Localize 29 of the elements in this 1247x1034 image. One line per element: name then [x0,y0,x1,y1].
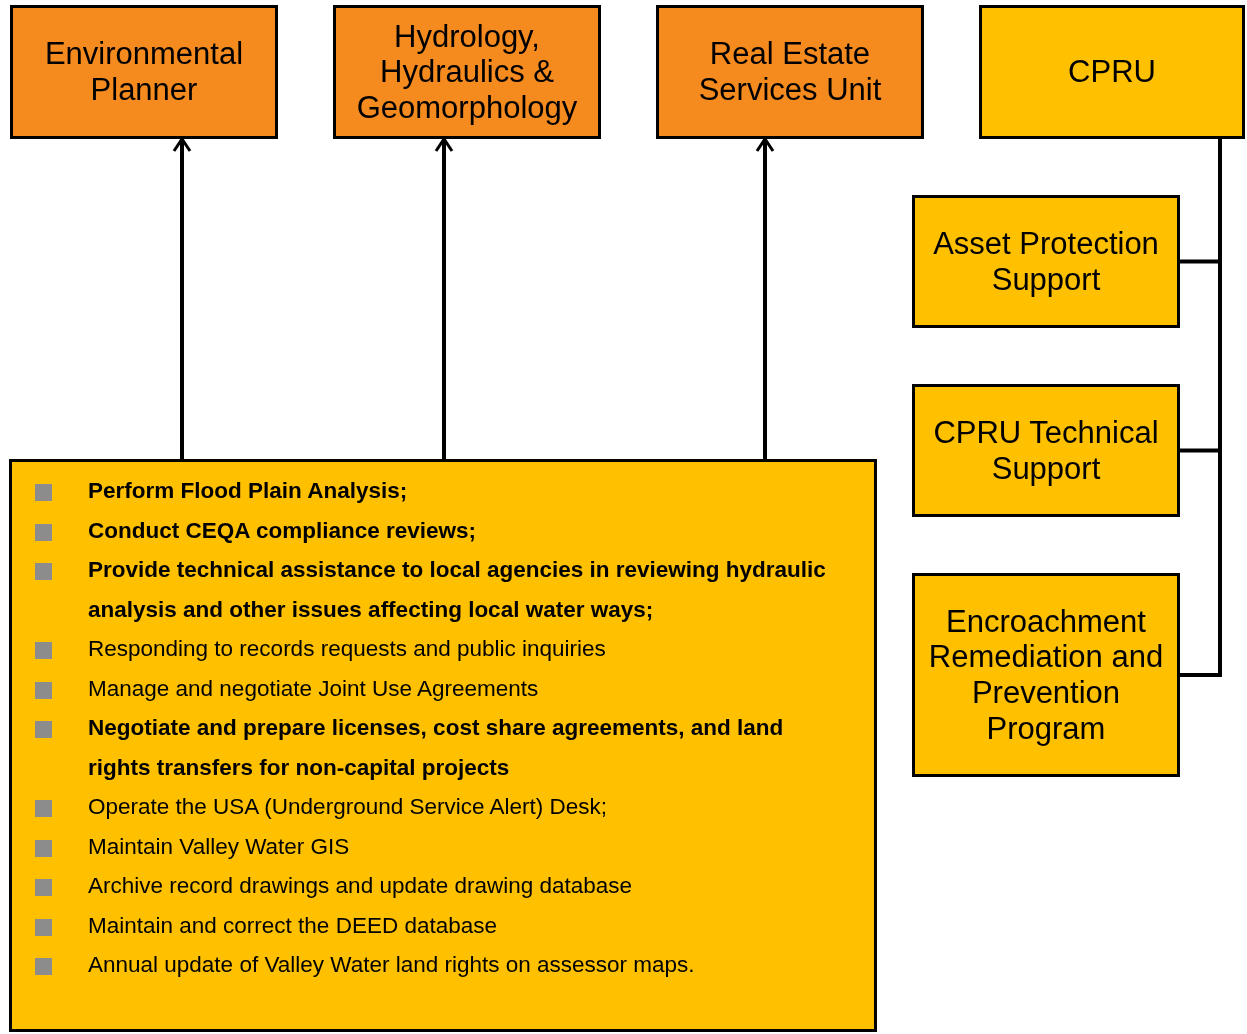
unit-label: Hydrology, Hydraulics & Geomorphology [355,18,579,126]
task-text: Operate the USA (Underground Service Alert) Desk; [88,794,607,819]
task-text: Manage and negotiate Joint Use Agreements [88,675,539,701]
task-text: Maintain Valley Water GIS [88,833,350,859]
unit-label: Asset Protection Support [932,225,1160,298]
unit-box [912,195,1180,328]
arrow [755,137,775,459]
unit-box [912,573,1180,777]
task-text: Perform Flood Plain Analysis; [88,478,408,503]
task-text: Conduct CEQA compliance reviews; [88,517,476,543]
unit-box [912,384,1180,517]
task-text: Archive record drawings and update drawing database [88,873,633,898]
task-text: Responding to records requests and public inquiries [88,636,606,661]
task-text: Provide technical assistance to local agencies in reviewing hydraulic analysis and other issues affecting local water ways; [88,557,826,622]
arrow [434,137,454,459]
task-text: Maintain and correct the DEED database [88,912,497,938]
task-text: Annual update of Valley Water land rights on assessor maps. [88,952,695,977]
unit-box [10,5,278,139]
unit-label: CPRU [1068,54,1156,90]
unit-label: CPRU Technical Support [932,414,1160,487]
unit-label: Environmental Planner [43,36,245,108]
unit-label: Encroachment Remediation and Prevention Program [927,603,1165,747]
unit-box [656,5,924,139]
arrow [172,137,192,459]
task-list-box [9,459,877,1032]
unit-box [979,5,1245,139]
unit-box [333,5,601,139]
task-text: Negotiate and prepare licenses, cost share agreements, and land rights transfers for non-capital projects [88,715,784,780]
unit-label: Real Estate Services Unit [697,36,883,108]
